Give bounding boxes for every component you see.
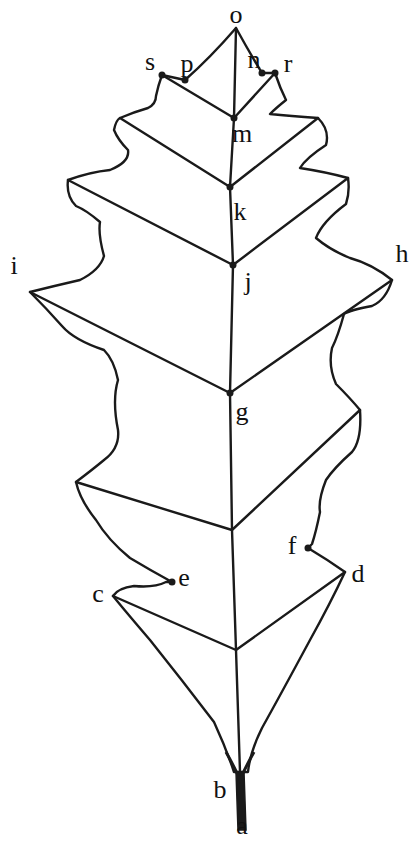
- point-dot: [227, 184, 234, 191]
- point-label: e: [178, 565, 190, 591]
- point-dot: [169, 579, 176, 586]
- point-label: f: [288, 533, 297, 559]
- point-label: s: [145, 49, 155, 75]
- point-dot: [272, 70, 279, 77]
- point-dot: [182, 77, 189, 84]
- point-label: m: [232, 121, 252, 147]
- point-label: a: [236, 813, 248, 839]
- point-label: j: [244, 269, 251, 295]
- point-label: d: [352, 561, 365, 587]
- point-label: h: [396, 241, 409, 267]
- vein: [30, 73, 392, 650]
- petiole-base: [226, 752, 254, 780]
- point-label: c: [92, 581, 104, 607]
- point-dots: [159, 70, 312, 586]
- point-label: n: [248, 47, 261, 73]
- point-label: i: [10, 253, 17, 279]
- point-dot: [227, 390, 234, 397]
- point-label: r: [284, 51, 293, 77]
- point-label: o: [230, 2, 243, 28]
- leaf-outline: [30, 28, 392, 772]
- point-dot: [230, 262, 237, 269]
- point-dot: [159, 72, 166, 79]
- point-dot: [305, 545, 312, 552]
- point-label: p: [181, 51, 194, 77]
- point-label: g: [236, 399, 249, 425]
- point-label: b: [214, 777, 227, 803]
- point-label: k: [234, 199, 247, 225]
